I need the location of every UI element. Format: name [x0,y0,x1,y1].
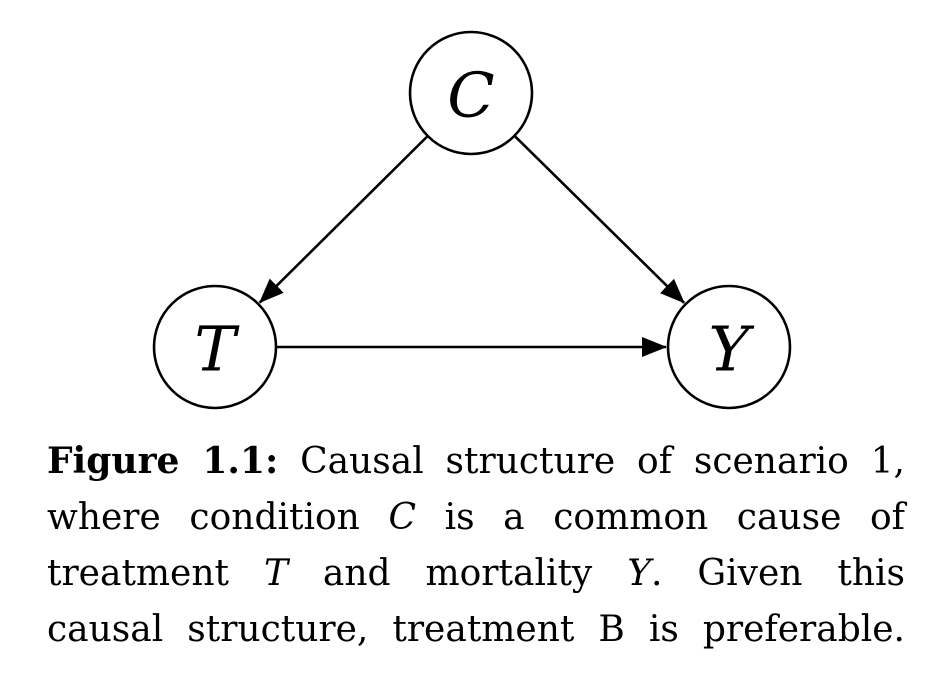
caption-text: Causal structure of scenario 1, [278,441,906,482]
node-T-circle [152,284,278,410]
caption-line-3: treatment T and mortality Y. Given this [47,546,905,602]
edge-C-to-T [258,135,429,304]
caption-text: . Given this [650,553,905,594]
edges-layer [258,134,686,357]
causal-graph: C T Y [152,30,792,410]
caption-variable-T: T [263,553,288,594]
edge-C-to-Y [513,134,686,304]
caption-text: treatment [47,553,264,594]
caption-variable-C: C [388,497,416,538]
caption-text: is a common cause of [415,497,905,538]
caption-text: where condition [47,497,389,538]
caption-line-4: causal structure, treatment B is prefera… [47,602,905,658]
caption-variable-Y: Y [627,553,651,594]
nodes-layer: C T Y [152,30,792,410]
node-T-label: T [194,313,240,386]
caption-line-1: Figure 1.1: Causal structure of scenario… [47,433,905,490]
node-Y-label: Y [709,313,755,386]
node-C-circle [408,30,534,156]
caption-line-2: where condition C is a common cause of [47,490,905,546]
figure-caption: Figure 1.1: Causal structure of scenario… [47,433,905,658]
node-C-label: C [447,59,494,132]
caption-text: causal structure, treatment B is prefera… [47,609,905,650]
node-Y-circle [666,284,792,410]
caption-text: and mortality [287,553,628,594]
caption-figure-label: Figure 1.1: [47,440,279,482]
